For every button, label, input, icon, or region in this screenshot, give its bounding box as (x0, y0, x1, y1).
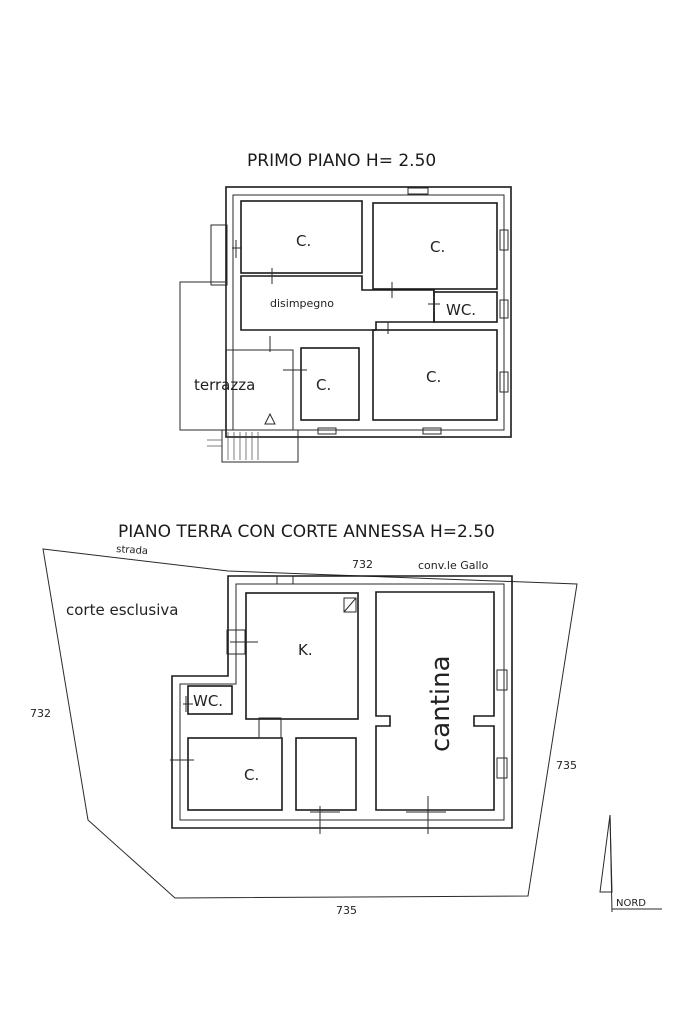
upper-floor-openings (232, 187, 509, 435)
ground-floor-title: PIANO TERRA CON CORTE ANNESSA H=2.50 (118, 522, 495, 542)
cellar (375, 591, 495, 811)
stair-steps (207, 432, 259, 460)
north-arrow: NORD (599, 814, 662, 913)
street-label: strada (116, 544, 149, 557)
parcel-bottom-label: 735 (336, 904, 357, 917)
upper-floor-plan: C. C. disimpegno WC. terrazza C. C. (179, 186, 512, 463)
bathroom-ground-label: WC. (193, 692, 223, 710)
parcel-left-label: 732 (30, 707, 51, 720)
kitchen-flue (343, 597, 357, 613)
hallway-label: disimpegno (270, 297, 334, 310)
terrace-label: terrazza (194, 376, 255, 394)
room-top-left-label: C. (296, 232, 311, 250)
room-small (300, 347, 360, 421)
room-ground (187, 737, 283, 811)
kitchen-label: K. (298, 641, 313, 659)
parcel-right-label: 735 (556, 759, 577, 772)
courtyard-label: corte esclusiva (66, 601, 179, 619)
ground-floor-plan: strada 732 conv.le Gallo corte esclusiva… (30, 544, 578, 917)
parcel-top-label: 732 (352, 558, 373, 571)
lot-boundary (42, 548, 578, 899)
stair-block (221, 429, 299, 463)
bathroom-ground (187, 685, 233, 715)
kitchen (245, 592, 359, 720)
upper-floor-balcony (210, 224, 228, 286)
neighbor-label: conv.le Gallo (418, 559, 489, 572)
terrace-outline (179, 281, 294, 431)
upper-floor-title: PRIMO PIANO H= 2.50 (247, 151, 436, 171)
ground-floor-openings (170, 575, 508, 834)
room-top-right-label: C. (430, 238, 445, 256)
room-top-left (240, 200, 363, 274)
room-bottom-right-label: C. (426, 368, 441, 386)
cellar-label: cantina (426, 655, 456, 752)
ground-floor-inner-wall (179, 583, 505, 821)
room-small-label: C. (316, 376, 331, 394)
storage-room (295, 737, 357, 811)
room-bottom-right (372, 329, 498, 421)
upper-floor-inner-wall (232, 194, 505, 431)
room-ground-label: C. (244, 766, 259, 784)
elevation-marker (264, 412, 276, 425)
bathroom-upper-label: WC. (446, 301, 476, 319)
ground-floor-outer-wall (171, 575, 513, 829)
room-top-right (372, 202, 498, 290)
compass-label: NORD (616, 898, 646, 909)
